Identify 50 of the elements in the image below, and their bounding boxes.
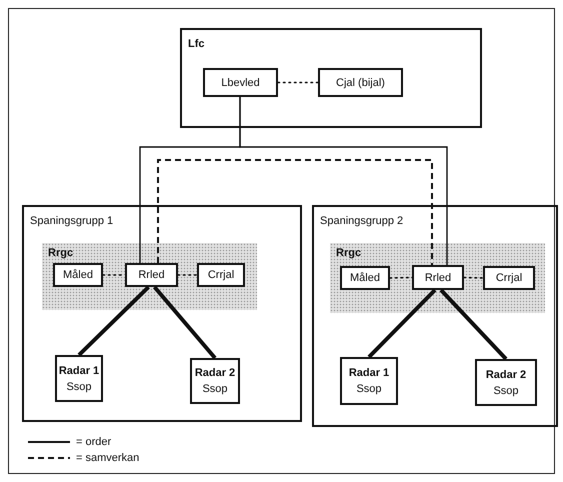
unit-box <box>190 358 240 404</box>
unit-label: Lbevled <box>221 76 260 88</box>
unit-label: Radar 1 <box>58 364 100 376</box>
unit-label: Radar 2 <box>486 368 526 380</box>
unit-label: Ssop <box>202 383 228 395</box>
shaded-region <box>42 243 257 310</box>
unit-label: Måled <box>63 269 93 281</box>
connector-line <box>389 276 413 279</box>
unit-label: Rrled <box>424 272 452 284</box>
connector-line <box>277 82 319 84</box>
unit-box <box>412 265 464 290</box>
group-title: Spaningsgrupp 1 <box>30 215 114 227</box>
connector-line <box>463 276 484 279</box>
group-title: Rrgc <box>48 247 74 259</box>
unit-box <box>203 68 278 97</box>
unit-box <box>53 263 103 287</box>
unit-label: Crrjal <box>208 269 234 281</box>
unit-label: Crrjal <box>496 272 522 284</box>
unit-box <box>483 266 535 290</box>
connector-line <box>78 286 150 356</box>
legend-text: = samverkan <box>76 452 140 464</box>
legend-text: = order <box>76 436 112 448</box>
group-frame <box>22 205 302 422</box>
connector-line <box>440 288 508 360</box>
unit-box <box>340 266 390 290</box>
connector-line <box>177 274 198 276</box>
connector-line <box>239 97 448 265</box>
shaded-region <box>330 243 545 313</box>
connector-line <box>157 159 433 265</box>
unit-label: Cjal (bijal) <box>336 76 385 88</box>
unit-label: Rrled <box>138 269 165 281</box>
group-title: Rrgc <box>336 247 362 259</box>
connector-line <box>368 288 436 358</box>
unit-box <box>340 357 398 405</box>
group-frame <box>180 28 482 128</box>
unit-box <box>55 355 103 402</box>
group-title: Spaningsgrupp 2 <box>320 215 404 227</box>
unit-box <box>475 359 537 406</box>
unit-label: Radar 2 <box>194 367 236 379</box>
group-title: Lfc <box>188 38 204 50</box>
connector-line <box>152 286 217 360</box>
group-frame <box>312 205 558 427</box>
unit-label: Måled <box>350 272 380 284</box>
unit-label: Ssop <box>356 383 382 395</box>
unit-box <box>125 263 178 287</box>
unit-box <box>318 68 403 97</box>
unit-label: Ssop <box>493 384 519 396</box>
unit-label: Radar 1 <box>348 367 390 379</box>
unit-box <box>197 263 245 287</box>
unit-label: Ssop <box>66 380 92 392</box>
